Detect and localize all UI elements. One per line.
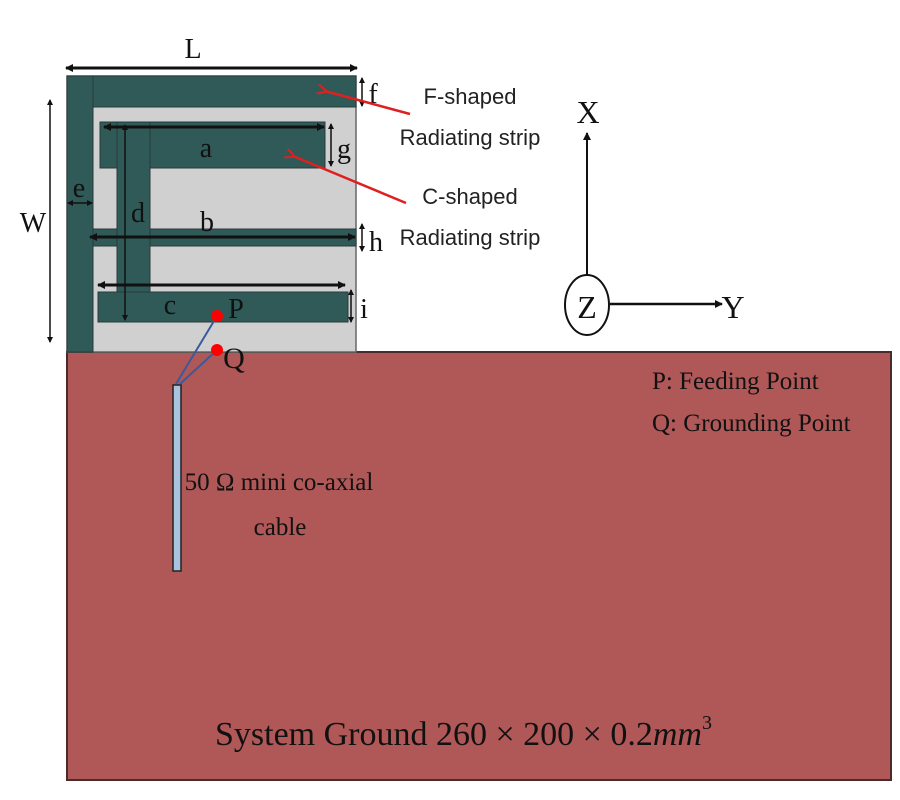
cable-label-line1: 50 Ω mini co-axial [185, 469, 374, 496]
cable-label-line2: cable [254, 514, 307, 541]
f-strip-callout-arrow [325, 91, 411, 116]
system-ground-unit: mm [653, 716, 702, 753]
z-axis-label: Z [577, 289, 597, 325]
system-ground-label: System Ground 260 × 200 × 0.2mm3 [215, 712, 712, 753]
point-P-label: P [228, 294, 244, 325]
coaxial-cable [172, 384, 182, 572]
legend-grounding-point: Q: Grounding Point [652, 410, 851, 437]
f-strip-label-line2: Radiating strip [400, 125, 541, 150]
feed-wire [175, 315, 218, 385]
dim-h-label: h [369, 227, 383, 258]
z-axis-circle [564, 274, 610, 336]
f-strip-label-line1: F-shaped [424, 84, 517, 109]
dim-L-label: L [184, 34, 201, 65]
c-strip-label-line2: Radiating strip [400, 225, 541, 250]
system-ground-exponent: 3 [702, 712, 712, 734]
point-Q-label: Q [223, 342, 245, 375]
grounding-point-Q [211, 344, 223, 356]
dim-i-label: i [360, 294, 368, 325]
dim-W-label: W [20, 208, 47, 239]
dim-g-label: g [337, 134, 351, 165]
dim-d-label: d [131, 198, 145, 229]
feeding-point-P [211, 310, 223, 322]
ground-wire [179, 349, 218, 385]
legend-feeding-point: P: Feeding Point [652, 368, 819, 395]
dim-b-label: b [200, 207, 214, 238]
dim-f-label: f [368, 79, 378, 110]
system-ground [66, 351, 892, 781]
c-strip-label-line1: C-shaped [422, 184, 517, 209]
y-axis-label: Y [721, 289, 744, 325]
dim-a-label: a [200, 133, 213, 164]
dim-c-label: c [164, 290, 176, 321]
system-ground-label-text: System Ground 260 × 200 × 0.2 [215, 716, 653, 753]
dim-e-label: e [73, 173, 85, 204]
x-axis-label: X [576, 94, 599, 130]
c-strip-callout-arrow [293, 156, 407, 205]
